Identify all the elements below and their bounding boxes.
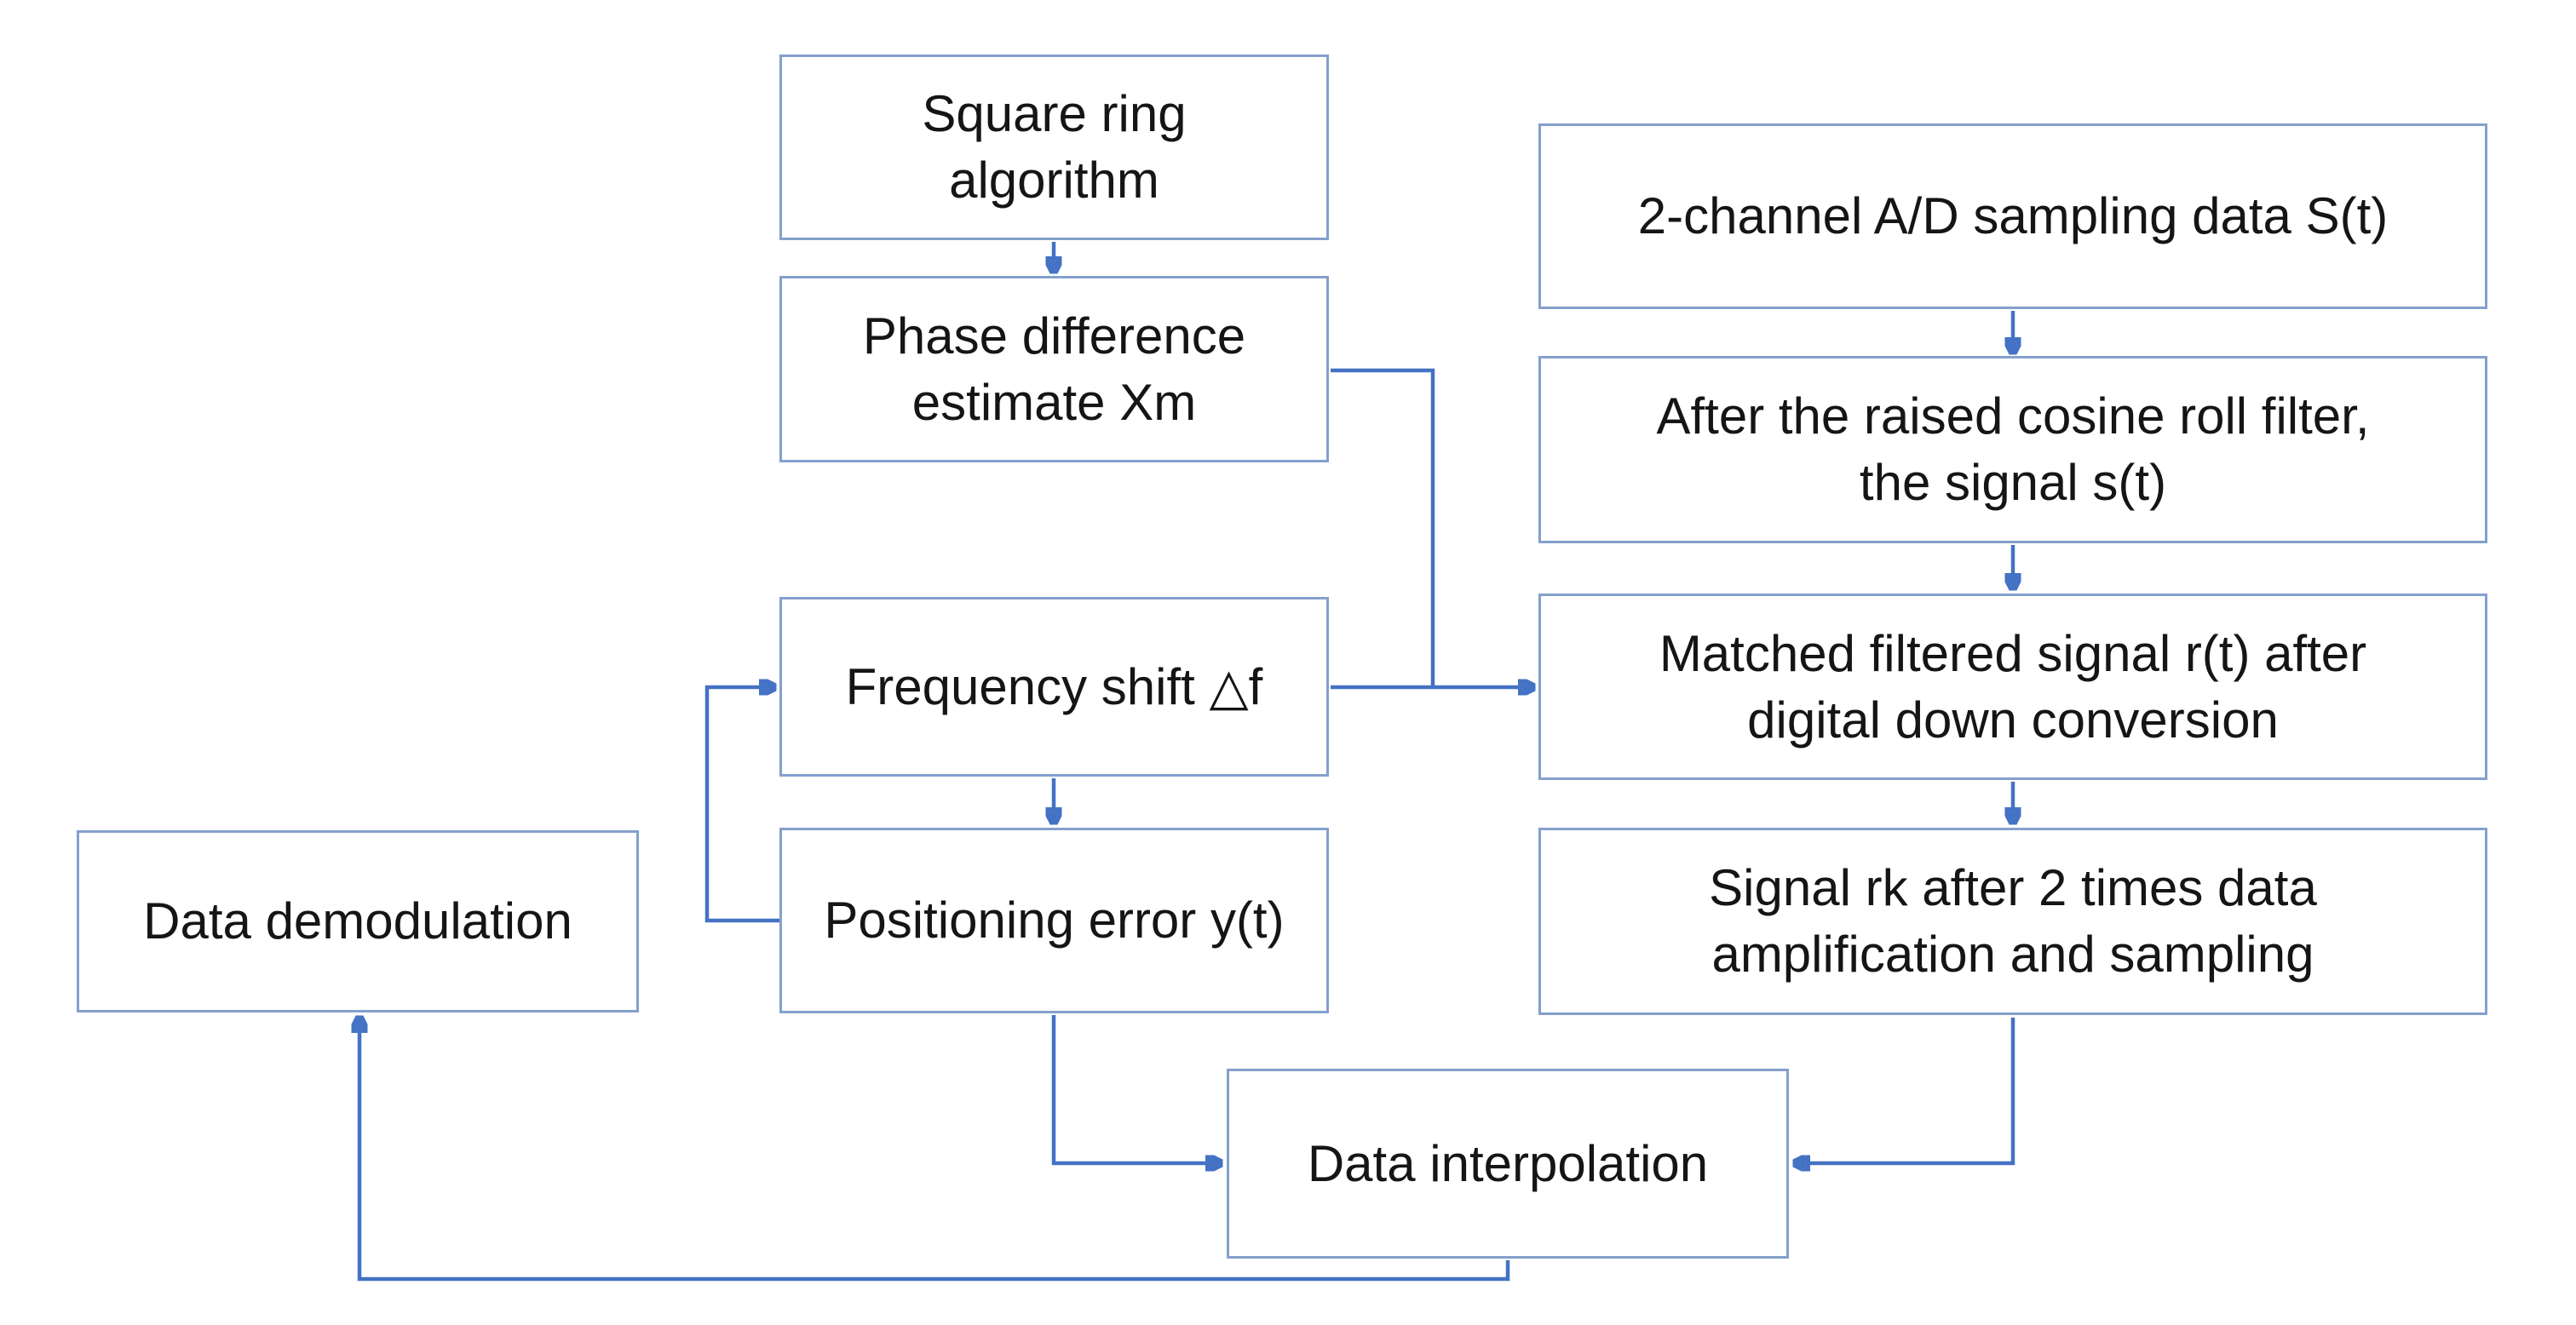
node-frequency-shift-label: Frequency shift △f [845, 657, 1263, 715]
node-ad-sampling-data-label: 2-channel A/D sampling data S(t) [1637, 187, 2389, 244]
edge-signal-rk-to-data-interpolation [1797, 1018, 2015, 1163]
node-raised-cosine-filter: After the raised cosine roll filter, the… [1538, 356, 2487, 543]
node-phase-difference-estimate-label: Phase difference estimate Xm [862, 307, 1246, 431]
node-data-demodulation-label: Data demodulation [143, 892, 572, 949]
node-frequency-shift: Frequency shift △f [779, 597, 1329, 777]
node-positioning-error: Positioning error y(t) [779, 828, 1329, 1013]
node-square-ring-algorithm: Square ring algorithm [779, 54, 1329, 240]
node-square-ring-algorithm-label: Square ring algorithm [922, 85, 1187, 209]
node-ad-sampling-data: 2-channel A/D sampling data S(t) [1538, 123, 2487, 309]
node-data-interpolation-label: Data interpolation [1307, 1134, 1709, 1192]
node-raised-cosine-filter-label: After the raised cosine roll filter, the… [1656, 387, 2370, 511]
edge-phase-difference-to-matched-filter [1331, 368, 1435, 685]
edge-positioning-error-to-data-interpolation [1051, 1015, 1218, 1163]
node-signal-rk-label: Signal rk after 2 times data amplificati… [1709, 859, 2317, 983]
node-data-interpolation: Data interpolation [1227, 1069, 1789, 1259]
edge-data-interpolation-to-data-demodulation [359, 1020, 1510, 1282]
node-phase-difference-estimate: Phase difference estimate Xm [779, 276, 1329, 462]
node-positioning-error-label: Positioning error y(t) [824, 892, 1285, 949]
node-signal-rk: Signal rk after 2 times data amplificati… [1538, 828, 2487, 1015]
node-matched-filtered-signal: Matched filtered signal r(t) after digit… [1538, 594, 2487, 780]
node-data-demodulation: Data demodulation [77, 830, 639, 1012]
node-matched-filtered-signal-label: Matched filtered signal r(t) after digit… [1659, 624, 2367, 749]
edge-positioning-error-to-frequency-shift [704, 687, 779, 923]
